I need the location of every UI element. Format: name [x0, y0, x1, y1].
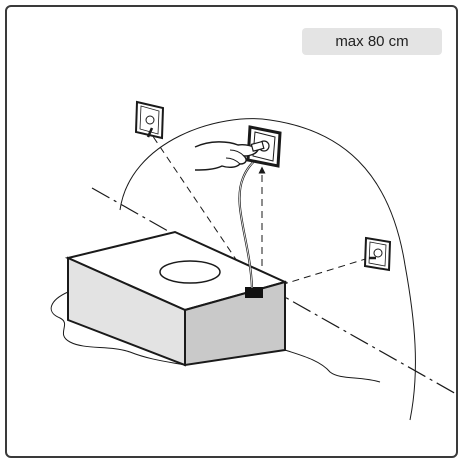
radius-line-left: [149, 131, 259, 293]
furniture-block: [64, 230, 288, 367]
cable-hole: [159, 260, 221, 284]
radius-line-right: [257, 256, 373, 293]
wall-antenna-socket-icon: [134, 100, 165, 140]
floor-wave-left: [50, 291, 186, 366]
radius-arc: [119, 118, 416, 421]
floor-wave-right: [284, 349, 381, 383]
max-distance-label: max 80 cm: [302, 28, 442, 55]
cable-port: [245, 287, 263, 298]
hand-icon: [194, 140, 265, 171]
wall-antenna-socket-icon: [363, 236, 392, 272]
diagram-frame: [5, 5, 458, 458]
